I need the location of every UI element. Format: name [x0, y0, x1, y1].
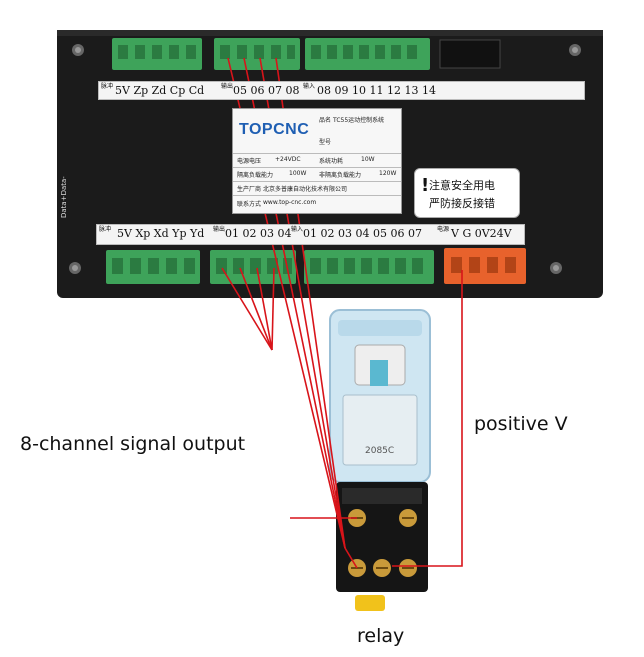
- brand-logo: TOPCNC: [239, 121, 310, 138]
- wire-out-04: [271, 267, 275, 351]
- manufacturer-label: 生产厂商: [237, 186, 262, 193]
- bottom-terminal-block-2: [210, 250, 296, 284]
- caption-signal-output: 8-channel signal output: [20, 433, 246, 455]
- wire-to-relay: [344, 547, 358, 569]
- bottom-label-strip: 脉冲 5V Xp Xd Yp Yd 输出 01 02 03 04 输入 01 0…: [96, 224, 525, 245]
- bottom-tag-output: 输出: [213, 226, 226, 233]
- contact-label: 联系方式: [237, 201, 262, 208]
- non-isolated-load: 120W: [379, 170, 397, 177]
- top-group-input: 08 09 10 11 12 13 14: [317, 84, 436, 97]
- warning-line-2: 严防接反接错: [429, 197, 495, 210]
- relay-indicator: [370, 360, 388, 386]
- top-tag-input: 输入: [303, 83, 316, 90]
- board-top-edge: [57, 30, 603, 36]
- power-terminal-block: [444, 248, 526, 284]
- empty-slot: [439, 39, 501, 69]
- wire-out-02: [239, 267, 273, 351]
- bottom-terminal-block-3: [304, 250, 434, 284]
- manufacturer: 北京多普康自动化技术有限公司: [263, 186, 348, 193]
- top-terminal-block-2: [214, 38, 300, 70]
- relay-model-code: 2085C: [365, 446, 395, 456]
- warning-icon: !: [421, 175, 430, 196]
- product-name: TC55运动控制系统: [333, 117, 385, 124]
- bottom-group-power: V G 0V24V: [451, 227, 512, 240]
- product-name-label: 品名: [319, 117, 332, 124]
- product-label-plate: TOPCNC 品名 TC55运动控制系统 型号 电源电压 +24VDC 系统功耗…: [232, 108, 402, 214]
- bottom-terminal-block-1: [106, 250, 200, 284]
- caption-relay: relay: [357, 625, 405, 647]
- wire-out-03: [256, 267, 273, 351]
- relay-base-top: [342, 488, 422, 504]
- screw-icon: [69, 44, 581, 274]
- relay-body: [342, 394, 418, 466]
- bottom-tag-pulse: 脉冲: [99, 226, 112, 233]
- wire-out-01: [221, 267, 273, 351]
- bottom-tag-power: 电源: [437, 226, 450, 233]
- warning-line-1: 注意安全用电: [429, 179, 495, 192]
- top-tag-pulse: 脉冲: [101, 83, 114, 90]
- top-terminal-block-3: [305, 38, 430, 70]
- isolated-load-label: 隔离负载能力: [237, 172, 274, 179]
- isolated-load: 100W: [289, 170, 307, 177]
- power-voltage-label: 电源电压: [237, 158, 262, 165]
- system-power: 10W: [361, 156, 375, 163]
- caption-positive-v: positive V: [474, 413, 568, 435]
- top-group-output: 05 06 07 08: [233, 84, 300, 97]
- top-label-strip: 脉冲 5V Zp Zd Cp Cd 输出 05 06 07 08 输入 08 0…: [98, 81, 585, 100]
- bottom-group-pulse: 5V Xp Xd Yp Yd: [117, 227, 205, 240]
- contact: www.top-cnc.com: [263, 199, 317, 206]
- relay-cover-top: [338, 320, 422, 336]
- warning-sticker: ! 注意安全用电 严防接反接错: [414, 168, 520, 218]
- bottom-group-output: 01 02 03 04: [225, 227, 292, 240]
- power-voltage: +24VDC: [275, 156, 301, 163]
- relay-clip: [355, 595, 385, 611]
- bottom-tag-input: 输入: [291, 226, 304, 233]
- top-tag-output: 输出: [221, 83, 234, 90]
- model-label: 型号: [319, 139, 332, 146]
- top-terminal-block-1: [112, 38, 202, 70]
- wire-positive-v: [392, 270, 463, 567]
- bottom-group-input: 01 02 03 04 05 06 07: [303, 227, 422, 240]
- data-port-label: Data+Data-: [60, 176, 68, 218]
- system-power-label: 系统功耗: [319, 158, 344, 165]
- top-group-pulse: 5V Zp Zd Cp Cd: [115, 84, 205, 97]
- non-isolated-load-label: 非隔离负载能力: [319, 172, 362, 179]
- relay-screw-icon: [348, 509, 417, 577]
